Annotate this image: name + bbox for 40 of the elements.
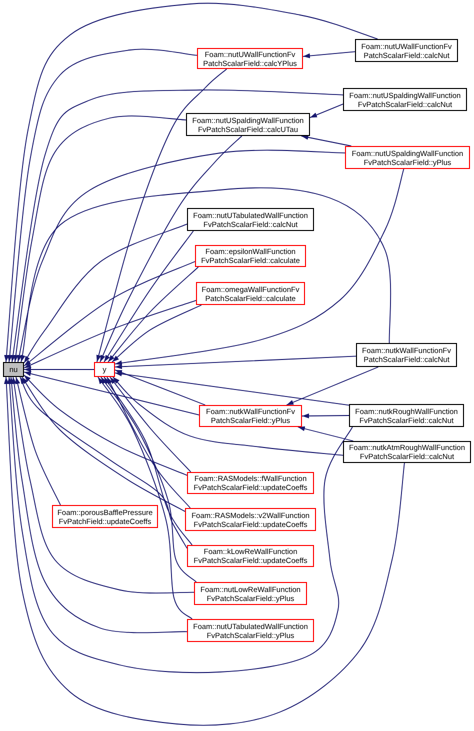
call-arrow [24,224,188,364]
call-arrow [9,376,188,634]
call-arrow [100,136,242,362]
call-arrow [286,366,379,406]
call-arrow [300,134,352,146]
call-arrow [16,150,346,362]
call-arrow [106,376,191,508]
call-arrow [24,374,188,476]
call-arrow [4,2,378,362]
call-arrow [310,104,344,118]
call-arrow [21,376,186,512]
call-arrow [15,376,61,506]
call-arrow [297,426,354,442]
call-arrow [7,48,198,362]
call-arrow [114,371,350,406]
call-arrow [13,116,186,362]
call-arrow [302,51,356,58]
call-arrow [100,376,197,582]
call-arrow [98,376,193,620]
call-arrow [20,376,188,549]
call-arrow [112,304,202,362]
call-arrow [10,89,344,362]
call-arrow [24,371,200,416]
call-arrow [24,300,196,368]
call-arrow [104,376,193,546]
call-arrow [7,376,353,674]
call-arrow [20,187,392,362]
call-arrow [302,413,350,418]
call-arrow [104,230,194,362]
call-arrow [112,376,344,456]
call-arrow [12,376,194,594]
call-arrow [114,168,404,366]
call-arrow [4,376,405,726]
call-arrow [24,261,196,366]
call-arrow [114,370,206,406]
call-arrow [108,266,199,362]
call-arrow [24,367,94,372]
call-arrow [110,376,192,472]
call-arrow [114,356,356,370]
call-arrow [96,68,228,362]
